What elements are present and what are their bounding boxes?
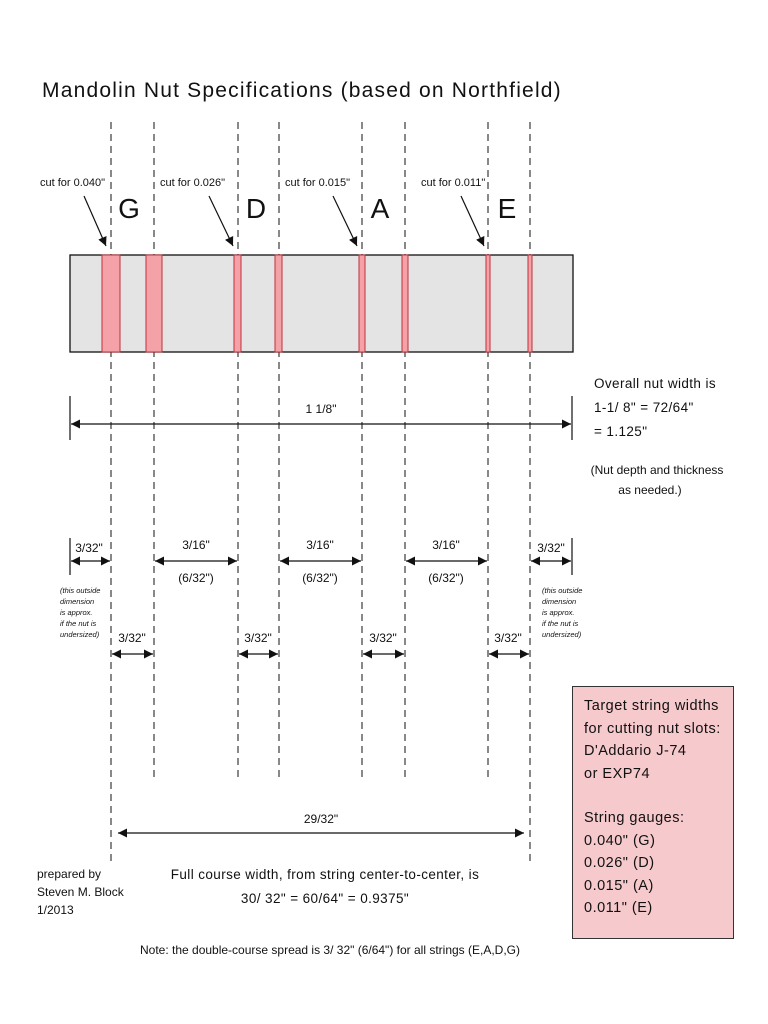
outer-right-label: 3/32" bbox=[537, 541, 565, 555]
cut-pointer-arrow bbox=[460, 195, 485, 247]
depth-note-line: (Nut depth and thickness bbox=[591, 463, 724, 477]
overall-width-dimension bbox=[69, 396, 573, 440]
nut-body bbox=[69, 254, 574, 353]
svg-text:if the nut is: if the nut is bbox=[60, 619, 97, 628]
outer-left-dimension bbox=[69, 538, 110, 575]
slot-a-1 bbox=[358, 254, 366, 353]
cut-label-e: cut for 0.011" bbox=[421, 177, 485, 189]
slot-e-1 bbox=[485, 254, 491, 353]
overall-width-label: 1 1/8" bbox=[306, 402, 337, 416]
gap-label: 3/16" bbox=[182, 538, 210, 552]
svg-text:dimension: dimension bbox=[60, 597, 94, 606]
outer-right-dimension bbox=[531, 538, 573, 575]
outside-note-left: (this outside dimension is approx. if th… bbox=[60, 586, 100, 639]
target-box-spacer bbox=[584, 785, 723, 807]
svg-text:(this outside: (this outside bbox=[60, 586, 100, 595]
course-width-label: 29/32" bbox=[304, 812, 338, 826]
cut-label-g: cut for 0.040" bbox=[40, 177, 105, 189]
svg-text:is approx.: is approx. bbox=[542, 608, 575, 617]
string-letter-e: E bbox=[498, 193, 517, 224]
gauge-heading: String gauges: bbox=[584, 810, 685, 826]
overall-note-line: Overall nut width is bbox=[594, 376, 716, 391]
svg-text:(this outside: (this outside bbox=[542, 586, 582, 595]
string-guide-lines bbox=[110, 122, 531, 862]
pair-label: 3/32" bbox=[494, 631, 522, 645]
page-title: Mandolin Nut Specifications (based on No… bbox=[42, 79, 562, 102]
prepared-by-line: 1/2013 bbox=[37, 903, 74, 917]
gap-alt-label: (6/32") bbox=[428, 571, 464, 585]
slot-g-1 bbox=[101, 254, 121, 353]
pair-label: 3/32" bbox=[369, 631, 397, 645]
gap-alt-label: (6/32") bbox=[302, 571, 338, 585]
cut-label-d: cut for 0.026" bbox=[160, 177, 225, 189]
svg-text:undersized): undersized) bbox=[542, 630, 582, 639]
cut-pointer-arrow bbox=[83, 195, 107, 247]
gap-label: 3/16" bbox=[432, 538, 460, 552]
course-note-line: Full course width, from string center-to… bbox=[171, 867, 480, 882]
string-letter-g: G bbox=[118, 193, 140, 224]
target-box-line: or EXP74 bbox=[584, 765, 651, 782]
nut-slots bbox=[101, 254, 533, 353]
svg-text:dimension: dimension bbox=[542, 597, 576, 606]
gauge-item: 0.015" (A) bbox=[584, 877, 654, 894]
gauge-item: 0.040" (G) bbox=[584, 832, 656, 849]
cut-label-a: cut for 0.015" bbox=[285, 177, 350, 189]
target-box-line: D'Addario J-74 bbox=[584, 743, 687, 759]
pair-label: 3/32" bbox=[244, 631, 272, 645]
string-letter-a: A bbox=[371, 193, 390, 224]
footnote: Note: the double-course spread is 3/ 32"… bbox=[140, 943, 520, 957]
slot-d-1 bbox=[233, 254, 242, 353]
cut-pointers bbox=[83, 195, 485, 247]
outside-note-right: (this outside dimension is approx. if th… bbox=[542, 586, 582, 639]
overall-note-line: 1-1/ 8" = 72/64" bbox=[594, 400, 694, 415]
target-widths-box: Target string widths for cutting nut slo… bbox=[572, 686, 734, 939]
slot-a-2 bbox=[401, 254, 409, 353]
slot-e-2 bbox=[527, 254, 533, 353]
slot-d-2 bbox=[274, 254, 283, 353]
svg-text:if the nut is: if the nut is bbox=[542, 619, 579, 628]
svg-text:undersized): undersized) bbox=[60, 630, 100, 639]
string-letter-d: D bbox=[246, 193, 266, 224]
depth-note-line: as needed.) bbox=[618, 483, 681, 497]
gauge-item: 0.011" (E) bbox=[584, 900, 653, 916]
slot-g-2 bbox=[145, 254, 163, 353]
cut-pointer-arrow bbox=[332, 195, 358, 247]
prepared-by-line: prepared by bbox=[37, 867, 101, 881]
course-note-line: 30/ 32" = 60/64" = 0.9375" bbox=[241, 891, 409, 906]
gap-label: 3/16" bbox=[306, 538, 334, 552]
outer-left-label: 3/32" bbox=[75, 541, 103, 555]
cut-pointer-arrow bbox=[208, 195, 234, 247]
target-box-line: for cutting nut slots: bbox=[584, 720, 721, 737]
gap-alt-label: (6/32") bbox=[178, 571, 214, 585]
overall-note-line: = 1.125" bbox=[594, 424, 647, 439]
pair-label: 3/32" bbox=[118, 631, 146, 645]
target-box-line: Target string widths bbox=[584, 698, 719, 714]
svg-text:is approx.: is approx. bbox=[60, 608, 93, 617]
prepared-by-line: Steven M. Block bbox=[37, 885, 125, 899]
gauge-item: 0.026" (D) bbox=[584, 855, 655, 871]
